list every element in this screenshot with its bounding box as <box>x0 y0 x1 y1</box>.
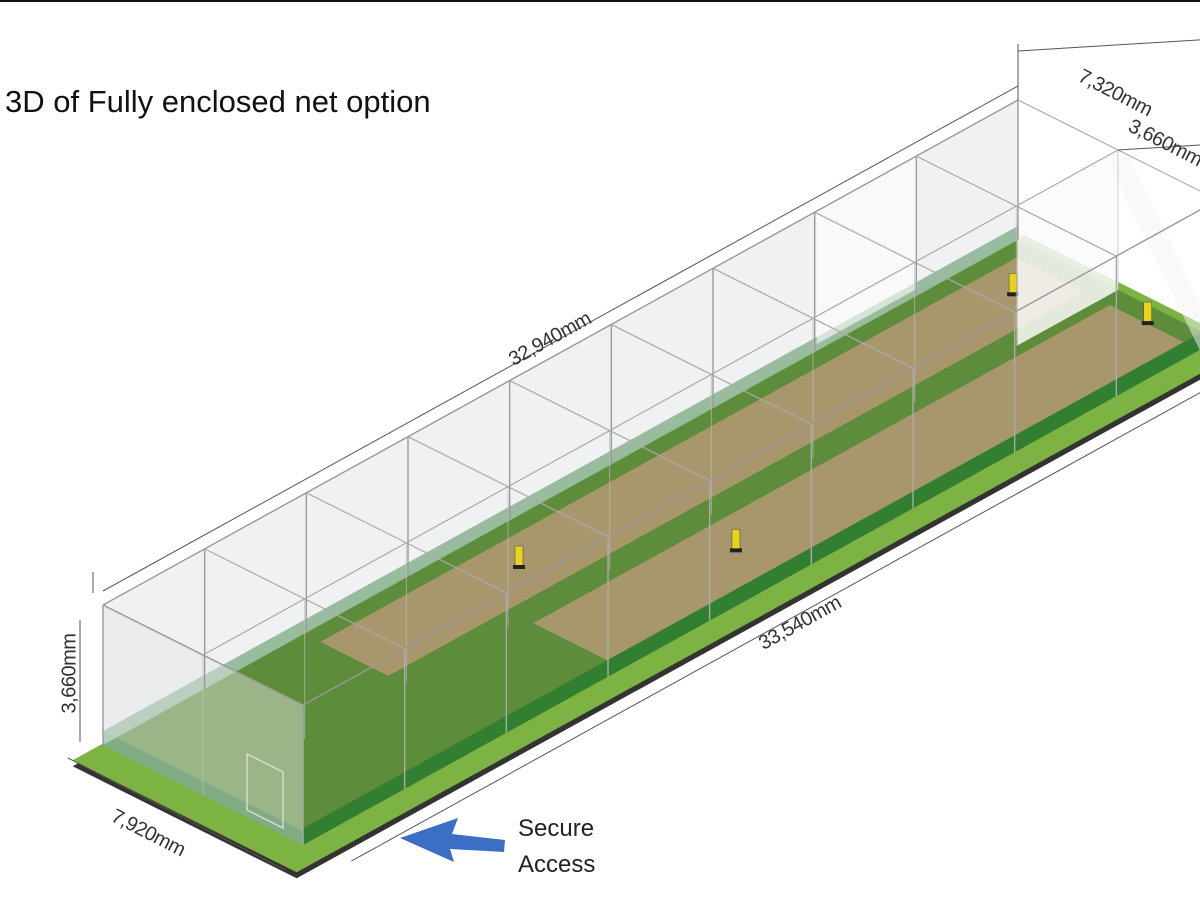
dim-net-height: 3,660mm <box>58 633 81 714</box>
pitch-lane-1 <box>320 258 1084 676</box>
stump-4 <box>1143 301 1152 323</box>
secure-access-arrow <box>400 818 505 862</box>
stump-base-2 <box>729 548 742 553</box>
top-border <box>0 0 1200 2</box>
dim-line-base-length <box>351 392 1200 862</box>
top-rail-mid <box>202 149 1119 656</box>
floor <box>103 240 1200 845</box>
stump-base-4 <box>1141 321 1154 326</box>
dim-line-overall-width <box>1017 39 1200 52</box>
stump-base-1 <box>513 565 525 569</box>
secure-access-label-line2: Access <box>518 851 596 878</box>
top-rail-end <box>102 604 304 706</box>
dim-line-lane-width <box>1117 144 1200 151</box>
stump-1 <box>514 545 524 567</box>
secure-access-label-line1: Secure <box>518 815 595 842</box>
stump-2 <box>731 529 741 550</box>
top-rail-front <box>302 209 1200 706</box>
front-kerb <box>303 333 1200 845</box>
diagram-title: 3D of Fully enclosed net option <box>5 84 431 119</box>
white-screen-far <box>1109 155 1200 351</box>
pitch-lane-2 <box>533 305 1184 661</box>
top-rail-back <box>102 99 1019 606</box>
stump-base-3 <box>1007 292 1020 297</box>
access-gate <box>246 752 284 830</box>
dim-line-net-length <box>102 85 1019 592</box>
dim-line-base-width <box>67 757 286 871</box>
white-screen-back <box>816 155 918 345</box>
